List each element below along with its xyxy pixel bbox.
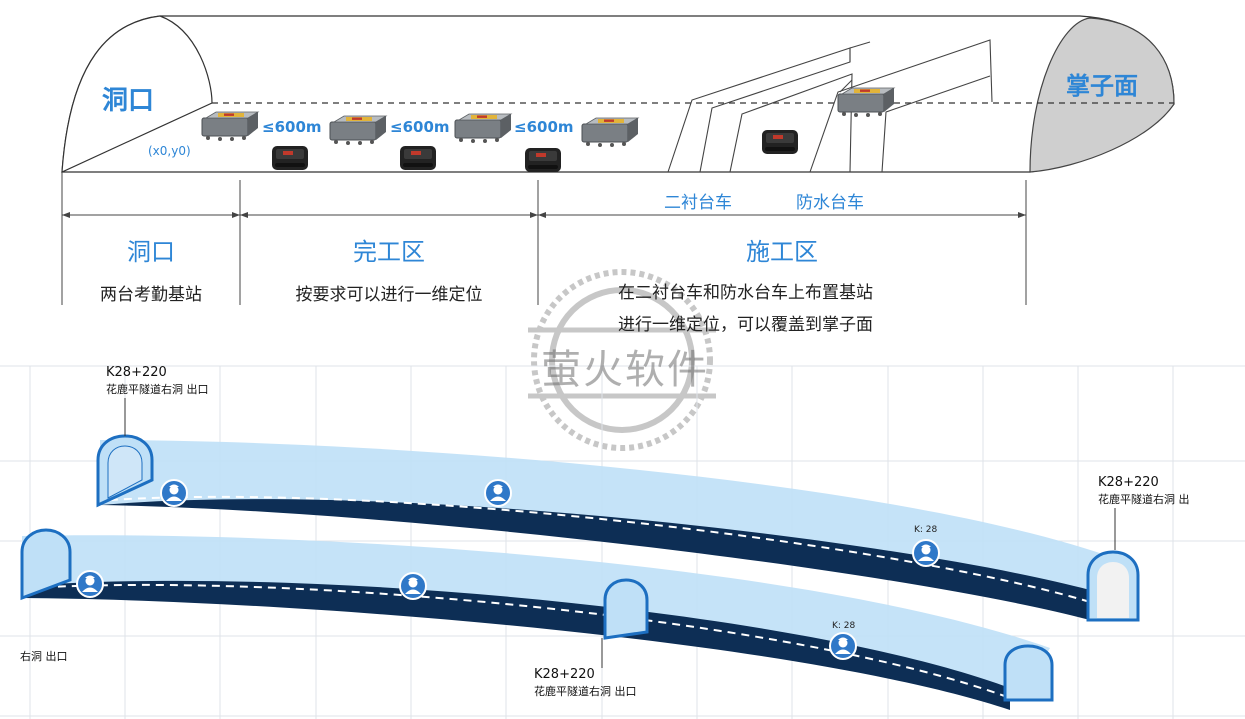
- k-label: K: 28: [914, 525, 938, 535]
- entrance-arch: [61, 15, 213, 173]
- mileage-desc: 花鹿平隧道右洞 出口: [106, 383, 209, 396]
- entrance-label: 洞口: [102, 86, 155, 116]
- road: [100, 499, 1090, 620]
- mileage-mark: K28+220 花鹿平隧道右洞 出口: [106, 364, 209, 398]
- locator-device-icon: [525, 148, 561, 172]
- locator-device-icon: [272, 146, 308, 170]
- zone-desc-completed: 按要求可以进行一维定位: [295, 285, 483, 305]
- mileage-mark: K28+220 花鹿平隧道右洞 出口: [534, 666, 637, 700]
- zone-desc-construction-line2: 进行一维定位，可以覆盖到掌子面: [618, 315, 873, 335]
- road: [22, 580, 1010, 710]
- cart-label-waterproof: 防水台车: [796, 193, 864, 213]
- tunnel-portal: [1003, 644, 1054, 702]
- watermark-seal: [528, 269, 716, 451]
- distance-label: ≤600m: [262, 118, 322, 136]
- tunnel-portal: [603, 578, 649, 640]
- mileage-mark: 右洞 出口: [20, 648, 68, 665]
- person-marker-icon: [76, 570, 104, 598]
- zone-desc-entrance: 两台考勤基站: [100, 285, 202, 305]
- zone-title-entrance: 洞口: [127, 238, 175, 266]
- mileage-code: K28+220: [534, 667, 595, 682]
- mileage-code: K28+220: [1098, 475, 1159, 490]
- person-marker-icon: [399, 572, 427, 600]
- person-marker-icon: [912, 539, 940, 567]
- origin-coord: (x0,y0): [148, 144, 191, 158]
- distance-label: ≤600m: [390, 118, 450, 136]
- distance-label: ≤600m: [514, 118, 574, 136]
- tunnel-portal: [20, 528, 72, 601]
- tunnel-outline: [61, 15, 1175, 173]
- zone-title-construction: 施工区: [746, 238, 818, 266]
- person-marker-icon: [484, 479, 512, 507]
- person-marker-icon: [160, 479, 188, 507]
- mileage-desc: 右洞 出口: [20, 650, 68, 663]
- watermark-text: 萤火软件: [541, 347, 709, 393]
- face-label: 掌子面: [1066, 72, 1138, 100]
- mileage-code: K28+220: [106, 365, 167, 380]
- mileage-desc: 花鹿平隧道右洞 出: [1098, 493, 1190, 506]
- person-marker-icon: [829, 632, 857, 660]
- mileage-mark: K28+220 花鹿平隧道右洞 出: [1098, 474, 1190, 508]
- locator-device-icon: [762, 130, 798, 154]
- cart-label-lining: 二衬台车: [664, 193, 732, 213]
- k-label: K: 28: [832, 621, 856, 631]
- face-shape: [1029, 17, 1175, 173]
- locator-device-icon: [400, 146, 436, 170]
- zone-desc-construction-line1: 在二衬台车和防水台车上布置基站: [618, 283, 873, 303]
- zone-title-completed: 完工区: [353, 238, 425, 266]
- mileage-desc: 花鹿平隧道右洞 出口: [534, 685, 637, 698]
